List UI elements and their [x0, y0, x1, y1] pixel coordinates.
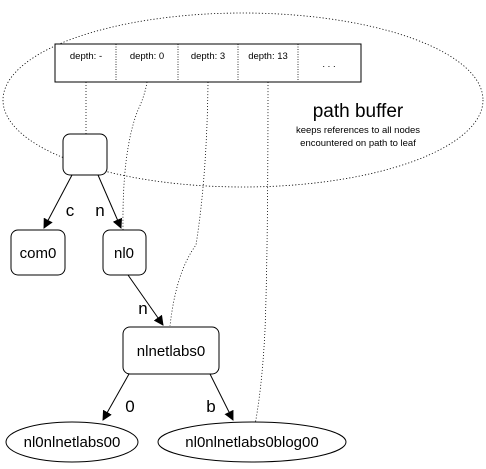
edge-nlnetlabs0-to-leaf-left — [102, 373, 130, 421]
path-buffer-subtitle-line1: keeps references to all nodes — [296, 125, 420, 136]
edge-root-to-com0 — [43, 174, 73, 229]
root-node — [62, 133, 108, 176]
buffer-cell-depth-none: depth: - — [70, 51, 102, 62]
buffer-cell-ellipsis: . . . — [322, 59, 335, 70]
path-buffer-title: path buffer — [313, 101, 404, 122]
edge-label-n-root: n — [95, 201, 104, 220]
edge-label-n-nl0: n — [138, 299, 147, 318]
edge-nlnetlabs0-to-leaf-right — [209, 373, 234, 421]
leaf-nl0nlnetlabs0blog00 — [157, 421, 347, 463]
node-com0-label: com0 — [20, 245, 57, 262]
buffer-cell-depth-3: depth: 3 — [191, 51, 225, 62]
edge-label-b: b — [206, 397, 215, 416]
path-buffer-subtitle-line2: encountered on path to leaf — [300, 138, 416, 149]
buffer-cell-depth-13: depth: 13 — [248, 51, 288, 62]
node-nl0-label: nl0 — [114, 245, 134, 262]
buffer-cell-depth-0: depth: 0 — [130, 51, 164, 62]
node-nl0 — [102, 229, 147, 276]
node-nlnetlabs0-label: nlnetlabs0 — [137, 343, 205, 360]
edge-nl0-to-nlnetlabs0 — [127, 274, 164, 326]
leaf-nl0nlnetlabs00 — [5, 421, 139, 463]
edge-label-0: 0 — [125, 397, 134, 416]
reference-line-depth-3 — [169, 81, 209, 327]
reference-line-depth-13 — [253, 81, 269, 431]
path-buffer-table: depth: - depth: 0 depth: 3 depth: 13 . .… — [54, 43, 362, 83]
leaf-nl0nlnetlabs00-label: nl0nlnetlabs00 — [24, 434, 121, 451]
path-buffer-ellipse — [2, 12, 484, 188]
edge-label-c: c — [66, 201, 75, 220]
node-com0 — [10, 229, 66, 276]
path-buffer-outline — [54, 43, 362, 83]
leaf-nl0nlnetlabs0blog00-label: nl0nlnetlabs0blog00 — [185, 434, 318, 451]
node-nlnetlabs0 — [122, 326, 220, 375]
edge-root-to-nl0 — [97, 174, 123, 229]
reference-line-depth-0 — [122, 81, 148, 231]
